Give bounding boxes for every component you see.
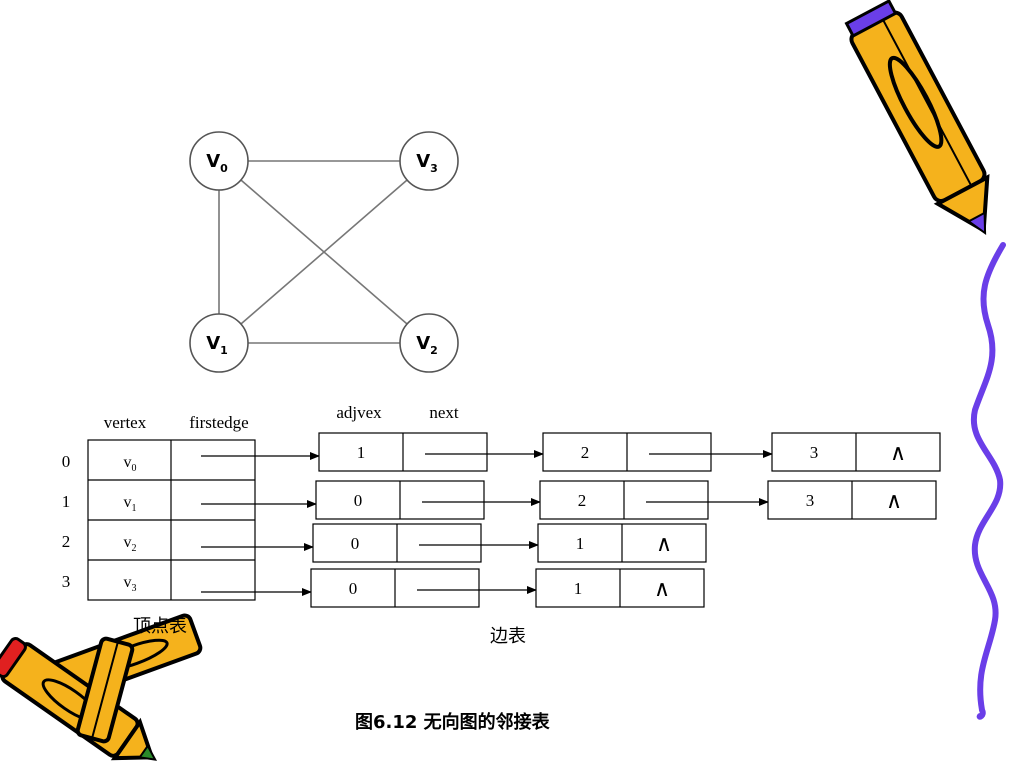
vertex-label: V0	[206, 151, 228, 175]
vertex-circle	[189, 313, 249, 373]
vertex-table: vertex firstedge 0 v0 1 v1 2 v2 3 v3	[62, 413, 256, 601]
vertex-label: V2	[416, 333, 438, 357]
graph-vertex-v1: V1	[189, 313, 249, 373]
vertex-cell: v0	[124, 454, 137, 474]
null-pointer: ∧	[886, 488, 902, 513]
header-adjvex: adjvex	[336, 403, 382, 422]
vertex-label: V3	[416, 151, 438, 175]
adjvex-value: 3	[810, 443, 819, 462]
vertex-cell: v1	[124, 494, 137, 514]
pencil-top-right	[844, 0, 990, 235]
adjvex-value: 2	[581, 443, 590, 462]
edge-node: 0	[312, 523, 539, 563]
figure-caption: 图6.12 无向图的邻接表	[355, 712, 550, 733]
graph-vertex-v3: V3	[399, 131, 459, 191]
pencil-bottom-left-c	[75, 636, 135, 744]
adjvex-value: 1	[576, 534, 585, 553]
vertex-circle	[399, 131, 459, 191]
vertex-table-label: 顶点表	[133, 616, 187, 637]
adjvex-value: 0	[349, 579, 358, 598]
pencil-eraser	[0, 637, 27, 679]
adjvex-value: 0	[354, 491, 363, 510]
adjvex-value: 0	[351, 534, 360, 553]
graph-vertex-v2: V2	[399, 313, 459, 373]
graph-edge	[240, 179, 408, 325]
vertex-index: 2	[62, 532, 71, 551]
squiggle-line	[970, 242, 1006, 720]
adjvex-value: 2	[578, 491, 587, 510]
header-vertex: vertex	[104, 413, 147, 432]
null-pointer: ∧	[656, 531, 672, 556]
header-next: next	[429, 403, 459, 422]
vertex-label: V1	[206, 333, 228, 357]
vertex-index: 0	[62, 452, 71, 471]
adjvex-value: 1	[357, 443, 366, 462]
vertex-cell: v2	[124, 534, 137, 554]
pencil-edge	[91, 641, 119, 739]
graph-vertex-v0: V0	[189, 131, 249, 191]
vertex-circle	[189, 131, 249, 191]
pencil-lead	[137, 743, 158, 761]
adjvex-value: 1	[574, 579, 583, 598]
pencil-stripe	[887, 55, 944, 149]
edge-node: 3∧	[767, 480, 937, 520]
edge-node: 2	[539, 480, 769, 520]
edge-node: 2	[542, 432, 773, 472]
pencil-lead	[966, 211, 987, 235]
edge-node: 1∧	[535, 568, 705, 608]
edge-node: 0	[315, 480, 541, 520]
edge-node: 0	[310, 568, 537, 608]
null-pointer: ∧	[654, 576, 670, 601]
adjvex-value: 3	[806, 491, 815, 510]
pencil-cone	[110, 717, 155, 761]
null-pointer: ∧	[890, 440, 906, 465]
header-firstedge: firstedge	[189, 413, 248, 432]
vertex-cell: v3	[124, 574, 137, 594]
vertex-index: 1	[62, 492, 71, 511]
pencil-cap	[844, 0, 898, 38]
edge-node: 3∧	[771, 432, 941, 472]
edge-table-label: 边表	[490, 626, 526, 647]
vertex-circle	[399, 313, 459, 373]
edge-node: 1∧	[537, 523, 707, 563]
vertex-index: 3	[62, 572, 71, 591]
edge-node: 1	[318, 432, 544, 472]
pencil-edge	[881, 17, 973, 187]
